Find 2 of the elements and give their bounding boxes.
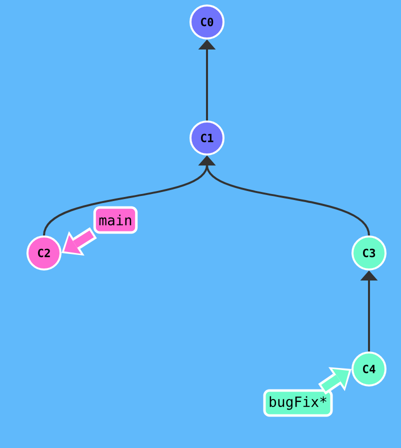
branch-label: bugFix* (263, 389, 333, 417)
branch-label: main (93, 206, 138, 234)
